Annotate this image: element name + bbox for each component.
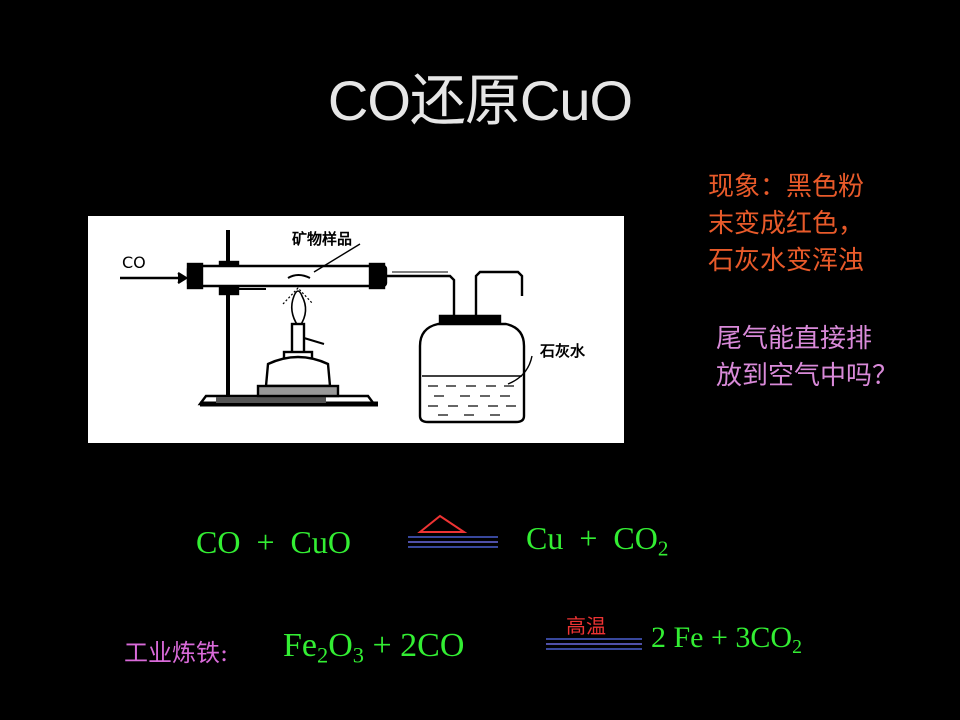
phenomenon-line: 末变成红色， [708, 209, 865, 239]
equation2-equals-lines [546, 638, 642, 650]
sample-leader-line [313, 243, 361, 273]
equation2-products-main: 2 Fe + 3CO [651, 621, 793, 654]
heat-triangle-icon [417, 514, 468, 533]
burner-base [256, 384, 340, 398]
eq2-sub: 3 [352, 642, 364, 668]
label-limewater: 石灰水 [539, 342, 586, 360]
phenomenon-text: 现象：黑色粉 末变成红色， 石灰水变浑浊 [708, 169, 938, 280]
gas-inlet-arrowhead [177, 271, 189, 285]
slide-title: CO还原CuO [327, 69, 633, 132]
equation1-products-sub: 2 [657, 536, 669, 561]
eq2-sub: 2 [317, 642, 329, 668]
reaction-tube [186, 264, 388, 288]
question-line: 放到空气中吗？ [716, 361, 899, 391]
exhaust-tube [474, 270, 524, 326]
limewater-leader-line [507, 355, 533, 385]
stopper-right [368, 262, 386, 290]
question-line: 尾气能直接排 [716, 324, 873, 354]
equation1-reactants: CO + CuO [196, 524, 351, 560]
equation2-products-sub: 2 [792, 635, 802, 658]
phenomenon-line: 现象：黑色粉 [708, 172, 865, 202]
industrial-ironmaking-label: 工业炼铁: [124, 639, 229, 667]
equation2-products: 2 Fe + 3CO2 [651, 621, 802, 658]
limewater-hatching [428, 385, 516, 416]
heat-condition-arrow [408, 514, 498, 548]
burner-body [264, 355, 332, 388]
label-gas: CO [122, 253, 146, 272]
eq2-part: + 2CO [364, 627, 465, 664]
bottle-stopper [438, 314, 502, 326]
apparatus-diagram: CO 矿物样品 石灰水 [88, 216, 624, 443]
phenomenon-line: 石灰水变浑浊 [708, 246, 865, 276]
flame [290, 290, 307, 327]
label-sample: 矿物样品 [292, 230, 352, 248]
eq2-part: O [328, 627, 353, 664]
gas-washing-bottle [418, 322, 526, 424]
equation1-products: Cu + CO2 [526, 520, 669, 561]
high-temperature-condition: 高温 [566, 614, 606, 638]
equation2-reactants: Fe2O3 + 2CO [283, 627, 465, 668]
eq2-part: Fe [283, 627, 317, 664]
mineral-sample [287, 274, 311, 279]
stopper-left [186, 262, 204, 290]
apparatus-drawing: CO 矿物样品 石灰水 [120, 230, 586, 424]
equation1-products-main: Cu + CO [526, 520, 658, 556]
exhaust-question: 尾气能直接排 放到空气中吗？ [716, 321, 956, 395]
